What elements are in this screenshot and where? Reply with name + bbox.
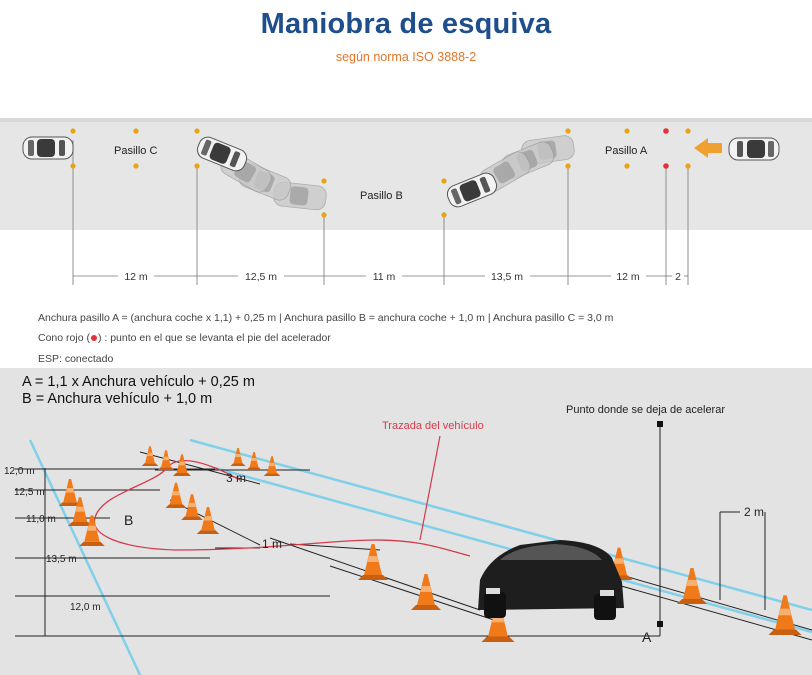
release-point-marker [657, 621, 663, 627]
lane-width-note: Anchura pasillo A = (anchura coche x 1,1… [38, 312, 614, 324]
trajectory-label: Trazada del vehículo [382, 420, 484, 432]
lane-label-a: Pasillo A [605, 145, 648, 157]
page-title: Maniobra de esquiva [260, 8, 552, 40]
red-cone-icon [90, 335, 97, 342]
distance-label-4: 13,5 m [491, 271, 523, 283]
distance-label-12-5: 12,5 m [14, 487, 45, 498]
distance-label-2: 12,5 m [245, 271, 277, 283]
distance-label-11-0: 11,0 m [26, 514, 56, 525]
label-1m: 1 m [262, 537, 282, 551]
release-point-label: Punto donde se deja de acelerar [566, 404, 725, 416]
label-3m: 3 m [226, 471, 246, 485]
label-a: A [642, 629, 652, 645]
reference-lines [72, 140, 689, 285]
page-subtitle: según norma ISO 3888-2 [335, 50, 477, 64]
distance-label-5: 12 m [616, 271, 640, 283]
distance-label-3: 11 m [373, 271, 396, 283]
distance-label-6: 2 [675, 271, 681, 283]
distance-label-12-0b: 12,0 m [70, 602, 101, 613]
vehicle [478, 540, 624, 620]
road-band [0, 118, 812, 230]
lane-label-b: Pasillo B [360, 190, 403, 202]
distance-label-1: 12 m [124, 271, 148, 283]
esp-note: ESP: conectado [38, 353, 114, 365]
red-cone-note: Cono rojo () : punto en el que se levant… [38, 332, 331, 344]
red-cone-markers [663, 128, 669, 169]
distance-label-13-5: 13,5 m [46, 554, 77, 565]
formula-a: A = 1,1 x Anchura vehículo + 0,25 m [22, 374, 255, 390]
entry-arrow-icon [694, 138, 722, 158]
label-b: B [124, 512, 133, 528]
distance-label-12-0: 12,0 m [4, 466, 35, 477]
formula-b: B = Anchura vehículo + 1,0 m [22, 391, 213, 407]
label-2m: 2 m [744, 505, 764, 519]
trajectory-pointer [419, 435, 441, 541]
cone-markers [70, 128, 691, 218]
lane-label-c: Pasillo C [114, 145, 157, 157]
release-point-marker [657, 421, 663, 427]
top-course-diagram: 12 m 12,5 m 11 m 13,5 m 12 m 2 Pasillo C… [0, 118, 812, 285]
